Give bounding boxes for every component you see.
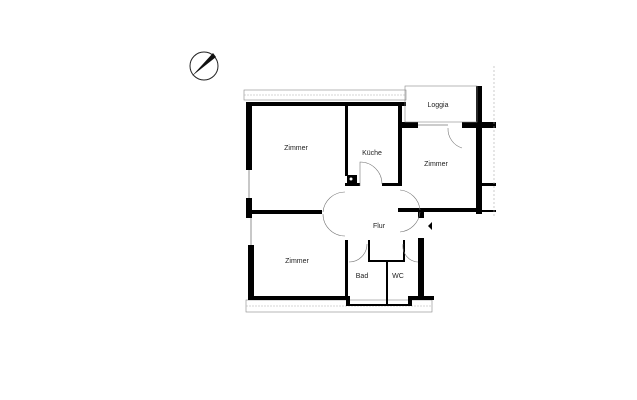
room-label-bad: Bad bbox=[356, 273, 369, 280]
room-label-zimmer-3: Zimmer bbox=[285, 258, 309, 265]
room-label-zimmer-1: Zimmer bbox=[284, 145, 308, 152]
walls bbox=[246, 86, 496, 306]
room-label-kueche: Küche bbox=[362, 150, 382, 157]
windows bbox=[248, 124, 448, 245]
entrance-arrow-icon bbox=[428, 222, 432, 230]
room-label-wc: WC bbox=[392, 273, 404, 280]
balustrade-top bbox=[243, 89, 407, 101]
room-label-flur: Flur bbox=[373, 223, 386, 230]
loggia-outline bbox=[404, 85, 478, 123]
compass-icon bbox=[189, 51, 219, 81]
room-label-zimmer-2: Zimmer bbox=[424, 161, 448, 168]
room-label-loggia: Loggia bbox=[427, 102, 448, 109]
stove-icon bbox=[347, 175, 357, 183]
doors[interactable] bbox=[322, 127, 463, 263]
